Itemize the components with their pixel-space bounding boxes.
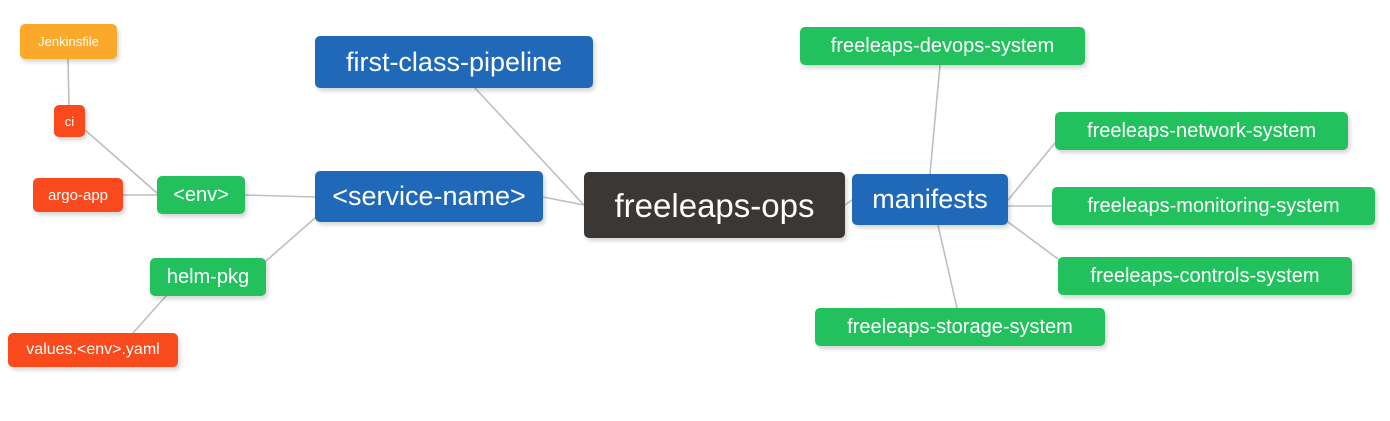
mindmap-node-label: <env> xyxy=(173,184,229,206)
mindmap-node-label: values.<env>.yaml xyxy=(26,341,160,358)
mindmap-node-freeleaps-devops-system[interactable]: freeleaps-devops-system xyxy=(800,27,1085,65)
mindmap-node-service-name[interactable]: <service-name> xyxy=(315,171,543,222)
mindmap-node-argo-app[interactable]: argo-app xyxy=(33,178,123,212)
mindmap-node-label: freeleaps-storage-system xyxy=(847,316,1073,338)
mindmap-node-helm-pkg[interactable]: helm-pkg xyxy=(150,258,266,296)
mindmap-node-label: ci xyxy=(64,113,75,129)
mindmap-node-ci[interactable]: ci xyxy=(54,105,85,137)
mindmap-node-label: freeleaps-devops-system xyxy=(830,35,1055,57)
edge-service-name-to-helm-pkg xyxy=(265,217,316,262)
mindmap-node-label: argo-app xyxy=(47,186,109,204)
mindmap-node-label: first-class-pipeline xyxy=(345,46,563,77)
mindmap-node-label: helm-pkg xyxy=(166,266,250,288)
mindmap-node-freeleaps-controls-system[interactable]: freeleaps-controls-system xyxy=(1058,257,1352,295)
edge-manifests-to-freeleaps-network-system xyxy=(1007,142,1056,201)
mindmap-node-freeleaps-monitoring-system[interactable]: freeleaps-monitoring-system xyxy=(1052,187,1375,225)
mindmap-node-label: freeleaps-monitoring-system xyxy=(1087,195,1340,217)
mindmap-node-label: manifests xyxy=(872,184,988,214)
mindmap-node-label: freeleaps-ops xyxy=(614,186,815,224)
edge-freeleaps-ops-to-manifests xyxy=(844,199,853,206)
edge-manifests-to-freeleaps-devops-system xyxy=(929,64,941,175)
edge-manifests-to-freeleaps-controls-system xyxy=(1007,221,1059,260)
edge-service-name-to-env xyxy=(244,194,316,198)
mindmap-node-env[interactable]: <env> xyxy=(157,176,245,214)
mindmap-node-freeleaps-storage-system[interactable]: freeleaps-storage-system xyxy=(815,308,1105,346)
mindmap-node-manifests[interactable]: manifests xyxy=(852,174,1008,225)
mindmap-node-label: Jenkinsfile xyxy=(38,34,99,49)
edge-freeleaps-ops-to-service-name xyxy=(542,196,585,206)
mindmap-node-first-class-pipeline[interactable]: first-class-pipeline xyxy=(315,36,593,88)
mindmap-node-label: <service-name> xyxy=(332,181,526,211)
mindmap-node-label: freeleaps-controls-system xyxy=(1090,265,1320,287)
mindmap-node-label: freeleaps-network-system xyxy=(1087,120,1316,142)
mindmap-node-freeleaps-network-system[interactable]: freeleaps-network-system xyxy=(1055,112,1348,150)
mindmap-node-values-env-yaml[interactable]: values.<env>.yaml xyxy=(8,333,178,367)
edge-ci-to-jenkinsfile xyxy=(67,58,70,106)
mindmap-node-freeleaps-ops[interactable]: freeleaps-ops xyxy=(584,172,845,238)
edge-manifests-to-freeleaps-storage-system xyxy=(937,224,958,309)
edge-helm-pkg-to-values-env-yaml xyxy=(132,295,167,334)
mindmap-node-jenkinsfile[interactable]: Jenkinsfile xyxy=(20,24,117,59)
